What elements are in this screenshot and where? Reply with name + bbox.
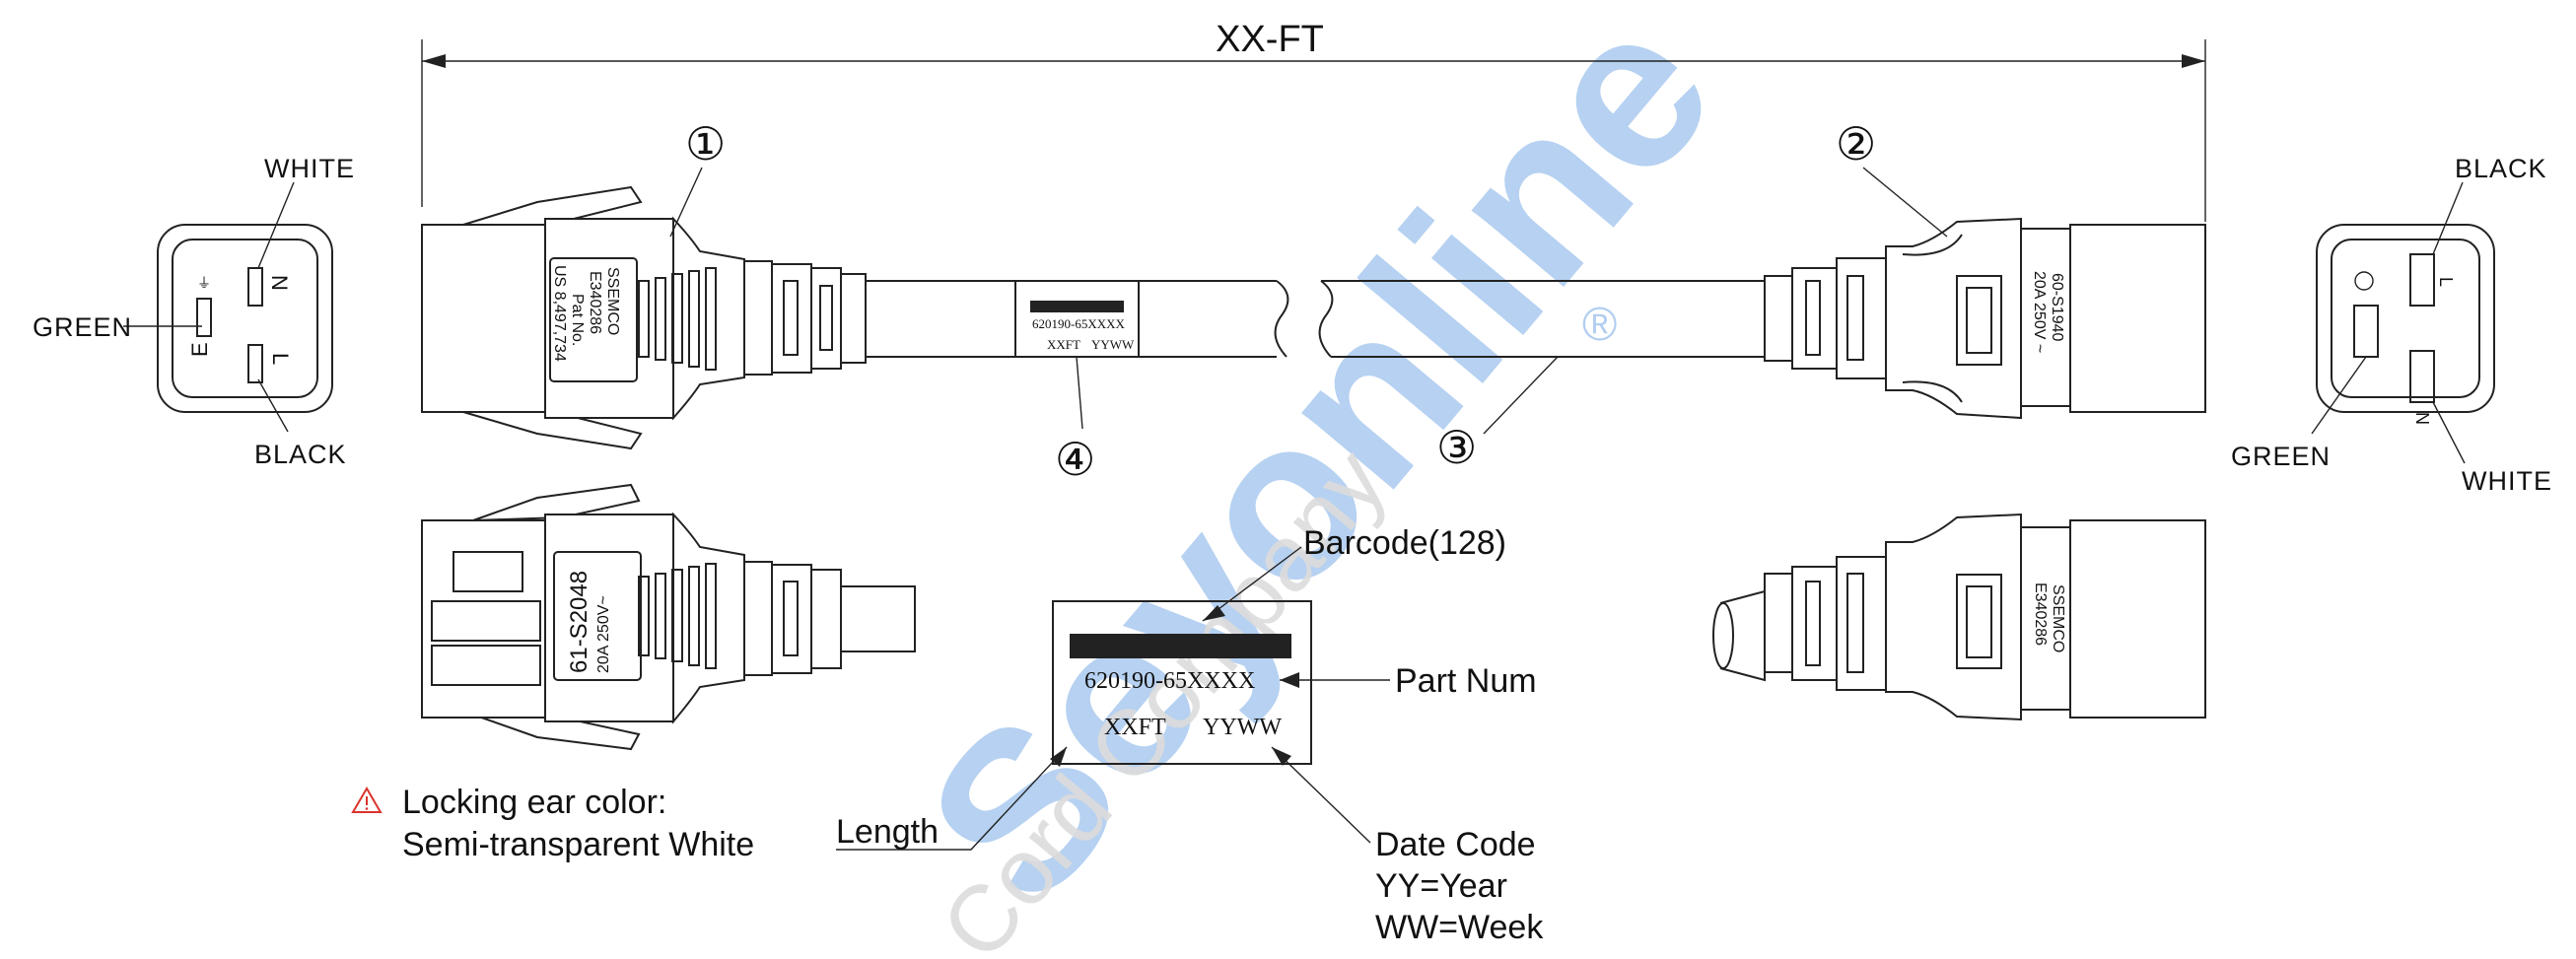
pin-n-right: N [2412,412,2432,425]
watermark: Seyonline Cord Company ® [878,0,1761,959]
callout-4: ④ [1055,434,1095,485]
cable-label-part: 620190-65XXXX [1032,316,1125,331]
locking-ear-warning: Locking ear color: Semi-transparent Whit… [351,784,754,863]
label-detail: 620190-65XXXX XXFT YYWW Barcode(128) Par… [836,524,1544,946]
pin-e-left: E [187,342,212,357]
length-dimension: XX-FT [421,19,2206,222]
plug-1-side-view: SSEMCO E340286 Pat No. US 8,497,734 [421,185,867,450]
warning-triangle-icon [351,787,383,813]
plug2-bottom-cert: E340286 [2032,582,2049,646]
cable-top: 620190-65XXXX XXFT YYWW [866,280,1765,358]
callouts: ① ② ③ ④ [669,118,1948,485]
callout-1: ① [685,118,726,170]
warning-line-1: Locking ear color: [402,784,666,821]
plug1-pat-label: Pat No. [569,294,586,346]
wire-black-left: BLACK [254,440,347,469]
warning-line-2: Semi-transparent White [402,826,754,863]
overall-length: XX-FT [1216,19,1324,60]
label-date: YYWW [1203,715,1282,740]
right-face-view: L N BLACK GREEN WHITE [2231,154,2552,496]
plug2-model: 60-S1940 [2049,273,2065,341]
plug1-bottom-rating: 20A 250V~ [595,595,612,673]
plug1-brand: SSEMCO [604,267,621,335]
plug1-bottom-model: 61-S2048 [566,571,592,673]
plug-2-side-view: 60-S1940 20A 250V ~ [1764,217,2206,420]
left-face-view: ⏚ N E L WHITE GREEN BLACK [33,154,355,469]
plug2-bottom-brand: SSEMCO [2050,584,2066,652]
pin-l-left: L [268,353,293,365]
wire-green-left: GREEN [33,312,132,342]
cable-label-length: XXFT [1047,337,1080,352]
pin-l-right: L [2436,277,2456,287]
wire-black-right: BLACK [2455,154,2547,183]
plug1-pat: US 8,497,734 [551,265,568,362]
wire-green-right: GREEN [2231,442,2331,471]
watermark-registered: ® [1582,299,1617,351]
callout-2: ② [1836,118,1876,170]
cable-barcode [1030,301,1124,312]
pin-n-left: N [267,275,292,291]
label-length: XXFT [1104,715,1166,740]
ground-symbol-left: ⏚ [197,275,211,291]
wire-white-right: WHITE [2462,466,2552,496]
plug1-cert: E340286 [587,271,603,334]
date-note: Date Code [1375,826,1536,863]
plug-1-bottom-view: 61-S2048 20A 250V~ [421,483,916,751]
wire-white-left: WHITE [264,154,355,183]
callout-3: ③ [1436,422,1477,473]
barcode-note: Barcode(128) [1303,524,1506,562]
length-note: Length [836,813,939,851]
yy-note: YY=Year [1375,867,1507,905]
cable-label-date: YYWW [1091,337,1135,352]
part-note: Part Num [1395,662,1537,700]
label-barcode [1070,634,1291,658]
label-part: 620190-65XXXX [1084,668,1255,694]
ww-note: WW=Week [1375,909,1544,946]
plug2-rating: 20A 250V ~ [2031,271,2048,353]
plug-2-bottom-view: SSEMCO E340286 [1712,513,2206,721]
